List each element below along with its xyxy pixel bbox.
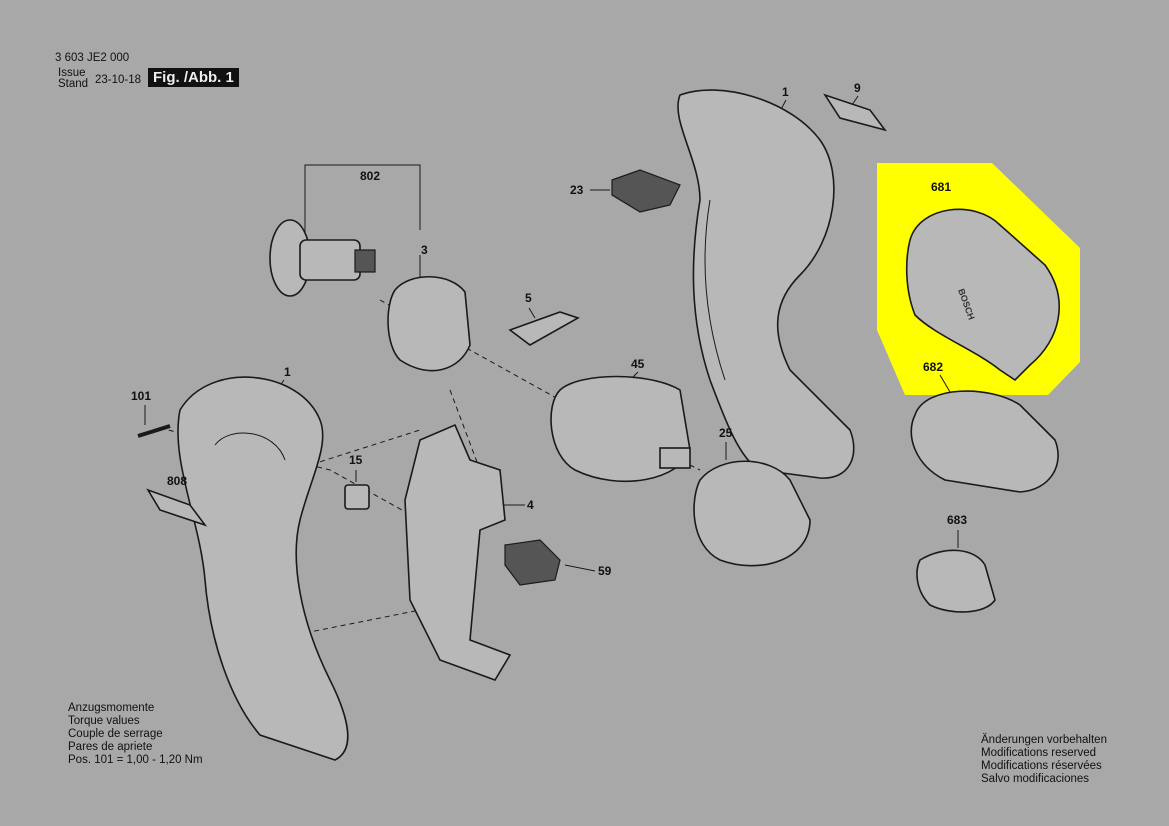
stand-label-text: Stand — [58, 78, 89, 90]
callout-9: 9 — [854, 81, 861, 95]
torque-line: Pos. 101 = 1,00 - 1,20 Nm — [68, 754, 203, 766]
issue-date: 23-10-18 — [95, 74, 142, 86]
figure-label: Fig. /Abb. 1 — [148, 68, 239, 87]
callout-808: 808 — [167, 474, 188, 488]
attachment-part-683 — [916, 549, 996, 613]
callout-101: 101 — [131, 389, 152, 403]
part-5 — [508, 311, 580, 346]
gear-part-3 — [387, 275, 471, 372]
modifications-line: Modifications reserved — [981, 747, 1097, 759]
callout-3: 3 — [421, 243, 428, 257]
modifications-line: Änderungen vorbehalten — [981, 734, 1107, 746]
issue-label-text: Issue — [58, 67, 86, 79]
gearbox-part-45 — [550, 375, 691, 483]
label-plate-part-808 — [146, 488, 208, 527]
callout-23: 23 — [570, 183, 584, 197]
callout-5: 5 — [525, 291, 532, 305]
modifications-note: Änderungen vorbehalten Modifications res… — [981, 734, 1107, 786]
torque-line: Anzugsmomente — [68, 702, 155, 714]
torque-line: Torque values — [68, 715, 140, 727]
motor-part-802 — [269, 219, 376, 297]
callout-683: 683 — [947, 513, 968, 527]
part-59 — [504, 539, 561, 586]
part-number: 3 603 JE2 000 — [55, 52, 130, 64]
torque-line: Couple de serrage — [68, 728, 163, 740]
label-plate-part-9 — [823, 93, 888, 132]
screw-part-101 — [137, 424, 171, 438]
chuck-part-25 — [693, 460, 811, 567]
housing-right-part-1 — [677, 89, 855, 479]
housing-left-part-1 — [177, 376, 349, 761]
switch-part-23 — [611, 169, 681, 213]
torque-note: Anzugsmomente Torque values Couple de se… — [68, 702, 203, 767]
callout-59: 59 — [598, 564, 612, 578]
part-15 — [344, 484, 370, 510]
callout-682: 682 — [923, 360, 944, 374]
torque-line: Pares de apriete — [68, 741, 153, 753]
angle-attachment-part-681 — [905, 208, 1060, 382]
callout-15: 15 — [349, 453, 363, 467]
callout-25: 25 — [719, 426, 733, 440]
attachment-part-682 — [910, 390, 1059, 493]
callout-1-right: 1 — [782, 85, 789, 99]
callout-4: 4 — [527, 498, 534, 512]
callout-45: 45 — [631, 357, 645, 371]
callout-681: 681 — [931, 180, 952, 194]
electronics-part-4 — [404, 423, 512, 681]
callout-802: 802 — [360, 169, 381, 183]
modifications-line: Salvo modificaciones — [981, 773, 1090, 785]
callout-1-left: 1 — [284, 365, 291, 379]
modifications-line: Modifications réservées — [981, 760, 1102, 772]
